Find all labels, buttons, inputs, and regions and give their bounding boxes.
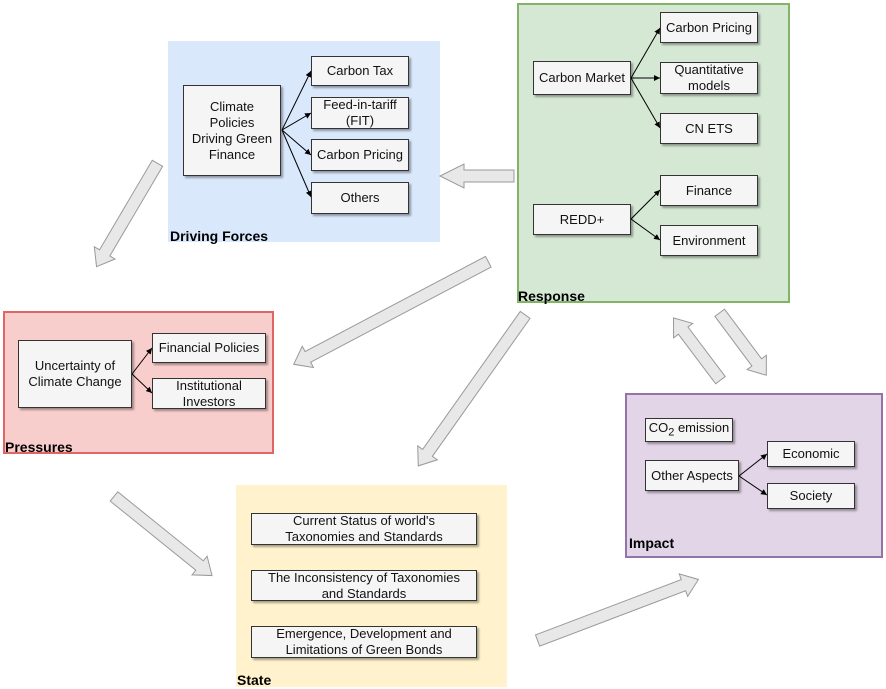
financial-policies-node: Financial Policies — [152, 333, 266, 363]
society-node: Society — [767, 483, 855, 509]
carbon-market-node: Carbon Market — [533, 61, 631, 95]
connector-uncertainty-financial — [131, 347, 153, 375]
connector-market-cn-ets — [630, 77, 661, 129]
cn-ets-node: CN ETS — [660, 113, 758, 144]
quantitative-models-node: Quantitative models — [660, 62, 758, 94]
driving-forces-label: Driving Forces — [170, 228, 269, 244]
co2-suffix: emission — [674, 419, 730, 435]
environment-node: Environment — [660, 225, 758, 256]
co2-emission-node: CO2 emission — [645, 418, 733, 442]
connector-uncertainty-institutional — [131, 373, 153, 394]
inconsistency-node: The Inconsistency of Taxonomies and Stan… — [251, 570, 477, 601]
finance-node: Finance — [660, 175, 758, 206]
green-bonds-node: Emergence, Development and Limitations o… — [251, 626, 477, 658]
others-node: Others — [311, 182, 409, 214]
flow-arrow-pressures-to-state — [109, 491, 213, 577]
co2-text: CO — [648, 419, 669, 435]
connector-other-society — [738, 475, 768, 496]
flow-arrow-response-to-driving — [438, 163, 515, 189]
climate-policies-node: Climate Policies Driving Green Finance — [183, 85, 281, 176]
impact-label: Impact — [629, 535, 675, 551]
connector-other-economic — [738, 453, 768, 477]
redd-node: REDD+ — [533, 204, 631, 235]
connector-redd-environment — [630, 218, 661, 241]
carbon-pricing-node: Carbon Pricing — [311, 139, 409, 171]
flow-arrow-state-to-impact — [534, 573, 700, 647]
flow-arrow-response-to-impact — [714, 308, 767, 376]
response-carbon-pricing-node: Carbon Pricing — [660, 12, 758, 43]
state-label: State — [237, 672, 272, 688]
flow-arrow-response-to-pressures — [292, 255, 492, 369]
feed-in-tariff-node: Feed-in-tariff (FIT) — [311, 97, 409, 129]
connector-driving-carbon-tax — [281, 70, 312, 131]
institutional-investors-node: Institutional Investors — [152, 378, 266, 409]
economic-node: Economic — [767, 441, 855, 467]
carbon-tax-node: Carbon Tax — [311, 56, 409, 86]
flow-arrow-response-to-state — [417, 310, 531, 467]
flow-arrow-impact-to-response — [673, 317, 726, 385]
connector-market-carbon-pricing — [630, 27, 661, 79]
current-status-node: Current Status of world's Taxonomies and… — [251, 513, 477, 545]
connector-driving-others — [281, 129, 312, 198]
flow-arrow-driving-to-pressures — [93, 159, 164, 268]
pressures-label: Pressures — [5, 439, 73, 455]
uncertainty-node: Uncertainty of Climate Change — [18, 340, 132, 408]
connector-driving-fit — [281, 112, 312, 131]
other-aspects-node: Other Aspects — [645, 460, 739, 491]
response-label: Response — [518, 288, 585, 304]
connector-redd-finance — [630, 189, 661, 220]
connector-driving-carbon-pricing — [281, 129, 312, 156]
co2-subscript: 2 — [668, 426, 675, 439]
